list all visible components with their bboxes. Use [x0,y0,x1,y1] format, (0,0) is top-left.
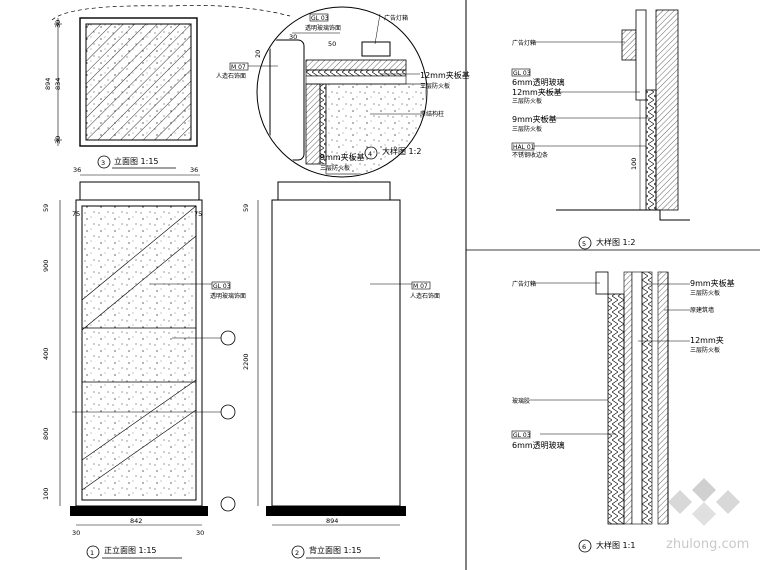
v5-9mm-b: 三层防火板 [512,125,542,133]
v3-dim-h2: 834 [54,78,62,90]
v4-dim-50: 50 [328,40,336,48]
v4-number: 4 [368,150,372,158]
v1-side-right: 30 [196,529,204,537]
v4-tag1-text: 透明玻璃饰面 [305,24,341,32]
v1-number: 1 [90,549,94,557]
v6-12mm-b: 三层防火板 [690,346,720,354]
v3-dim-top: 30 [54,20,62,28]
view-3-elevation: 894 834 30 30 3 立面图 1:15 [44,17,198,169]
v1-base-bar [70,506,208,516]
v5-tag2: HAL 01 [513,144,535,151]
section-mark-2 [220,404,236,420]
v3-dim-bottom: 30 [54,136,62,144]
v4-base: 原结构柱 [420,110,444,118]
v1-h-400: 400 [42,348,50,360]
v6-number: 6 [582,543,586,551]
v2-tag: M 07 [413,283,428,290]
v6-base: 原建筑墙 [690,306,714,314]
v6-tag: GL 03 [513,432,531,439]
v3-number: 3 [101,159,105,167]
v1-tag: GL 03 [213,283,231,290]
v1-h-100: 100 [42,488,50,500]
v5-tag2-text: 不锈钢收边条 [512,151,548,159]
v4-12mm: 12mm夹板基 [420,70,470,80]
v4-dim-20: 20 [254,50,262,58]
v5-12mm: 12mm夹板基 [512,87,562,97]
v5-dim: 100 [630,158,638,170]
detail-callout-cloud [51,5,291,21]
v3-title: 立面图 1:15 [114,156,159,166]
v1-h-900: 900 [42,260,50,272]
v5-lamp: 广告灯箱 [512,39,536,47]
view-5-detail: 100 广告灯箱 GL 03 6mm透明玻璃 12mm夹板基 三层防火板 9mm… [511,9,690,250]
view-1-front-elevation: 36 36 59 900 400 800 100 75 75 842 30 30… [42,166,246,559]
v4-12mm-b: 三层防火板 [420,82,450,90]
v6-9mm-b: 三层防火板 [690,289,720,297]
v5-12mm-b: 三层防火板 [512,97,542,105]
section-mark-3 [220,496,236,512]
v5-tag: GL 03 [513,70,531,77]
watermark: zhulong.com [666,478,749,552]
v2-base-bar [266,506,406,516]
v2-top-dim: 59 [242,204,250,212]
v3-number-circle [97,155,111,169]
v1-h-800: 800 [42,428,50,440]
v5-glass: 6mm透明玻璃 [512,77,565,87]
v6-glass: 6mm透明玻璃 [512,440,565,450]
v2-title: 背立面图 1:15 [309,545,362,555]
v6-title: 大样图 1:1 [596,540,635,550]
v6-9mm: 9mm夹板基 [690,278,735,288]
v4-9mm-b: 三层防火板 [320,164,350,172]
section-mark-1 [220,330,236,346]
v2-total-h: 2200 [242,353,250,370]
v4-tag2-text: 人造石饰面 [216,72,246,80]
v6-glue: 玻璃胶 [512,397,530,405]
v4-tag1: GL 03 [311,15,329,22]
v2-width: 894 [326,517,338,525]
v1-mid-left: 75 [72,210,80,218]
v1-col-left: 36 [73,166,81,174]
view-2-back-elevation: 59 2200 894 M 07 人造石饰面 2 背立面图 1:15 [242,181,440,559]
v5-number: 5 [582,240,586,248]
v2-number: 2 [295,549,299,557]
view-4-detail: 30 50 20 GL 03 透明玻璃饰面 广告灯箱 M 07 人造石饰面 12… [216,6,470,178]
v1-top-dim: 59 [42,204,50,212]
v1-side-left: 30 [72,529,80,537]
v4-dim-30: 30 [289,33,297,41]
v6-lamp: 广告灯箱 [512,280,536,288]
watermark-text: zhulong.com [666,537,749,552]
v1-mid-right: 75 [194,210,202,218]
v1-width: 842 [130,517,142,525]
v4-tag2: M 07 [231,64,246,71]
v2-tag-text: 人造石饰面 [410,292,440,300]
view-6-detail: 广告灯箱 9mm夹板基 三层防火板 原建筑墙 12mm夹 三层防火板 玻璃胶 G… [511,271,735,553]
v3-dim-h1: 894 [44,78,52,90]
v4-9mm: 9mm夹板基 [320,152,365,162]
v4-lamp: 广告灯箱 [384,14,408,22]
v4-title: 大样图 1:2 [382,146,421,156]
v5-9mm: 9mm夹板基 [512,114,557,124]
v1-col-right: 36 [190,166,198,174]
v1-tag-text: 透明玻璃饰面 [210,292,246,300]
v5-title: 大样图 1:2 [596,237,635,247]
v1-title: 正立面图 1:15 [104,545,157,555]
v6-12mm: 12mm夹 [690,335,724,345]
